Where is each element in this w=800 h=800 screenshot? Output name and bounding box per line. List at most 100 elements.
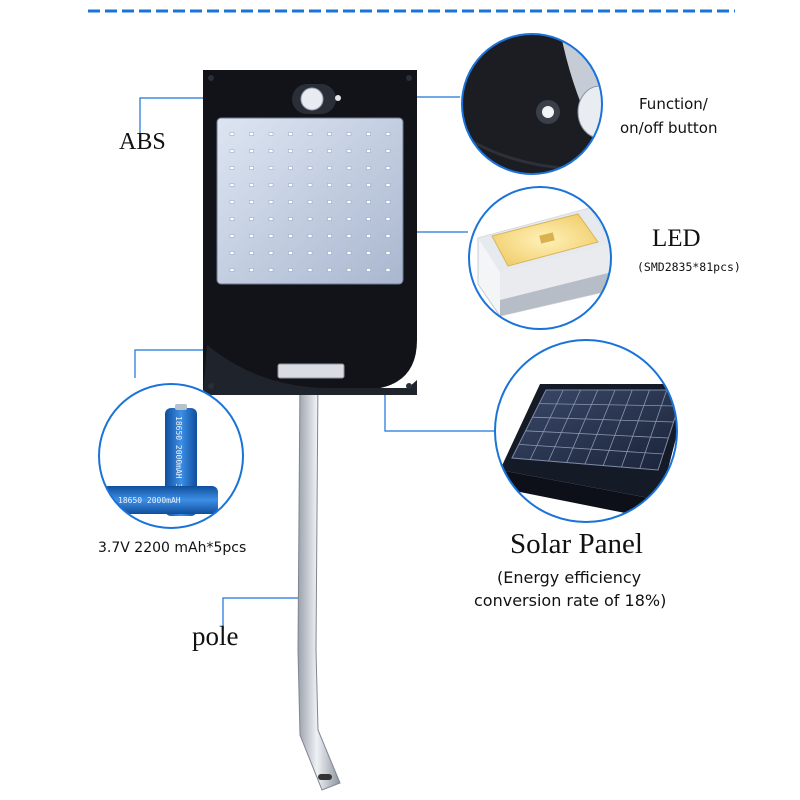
led-chip (327, 166, 332, 170)
solar-cell-divider (548, 389, 581, 462)
solar-panel-closeup (494, 339, 678, 523)
led-chip (346, 217, 352, 221)
led-chip (327, 234, 332, 238)
led-label: LED (652, 225, 701, 252)
callout-solar (384, 395, 497, 432)
led-chip (249, 132, 254, 136)
solar-cell-divider (639, 389, 668, 469)
solar-cell-divider (602, 389, 633, 466)
solar-cell-divider (566, 389, 599, 463)
screw-icon (208, 75, 214, 81)
solar-cell-divider (621, 389, 650, 468)
led-chip (366, 183, 371, 187)
led-spec-label: (SMD2835*81pcs) (637, 260, 741, 274)
led-chip (385, 251, 391, 255)
led-chip (288, 217, 293, 221)
led-chip (268, 183, 274, 187)
led-chip (327, 217, 332, 221)
led-chip (268, 268, 274, 272)
screw-icon (208, 383, 214, 389)
led-chip (307, 149, 313, 153)
led-chip (327, 149, 332, 153)
led-chip (288, 149, 293, 153)
battery-vertical-print: 18650 2000mAH 3.7V (174, 416, 183, 503)
led-chip (249, 183, 254, 187)
led-chip (268, 132, 274, 136)
led-chip (346, 234, 352, 238)
led-chip (327, 268, 332, 272)
led-chip (385, 217, 391, 221)
led-chip (307, 200, 313, 204)
led-chip (327, 251, 332, 255)
led-chip (366, 149, 371, 153)
led-chip (229, 149, 235, 153)
led-chip (327, 183, 332, 187)
solar-cell-divider (532, 416, 674, 423)
led-chip (288, 200, 293, 204)
led-chip (327, 200, 332, 204)
led-chip (249, 217, 254, 221)
led-chip (229, 183, 235, 187)
led-chip (366, 200, 371, 204)
led-chip (327, 132, 332, 136)
battery-label: 3.7V 2200 mAh*5pcs (98, 540, 246, 556)
pir-sensor-icon (300, 87, 324, 111)
led-chip (249, 251, 254, 255)
led-chip (268, 251, 274, 255)
led-chip (346, 268, 352, 272)
led-chip (346, 132, 352, 136)
callout-abs (139, 97, 205, 142)
led-chip (268, 166, 274, 170)
led-chip (229, 268, 235, 272)
led-chip (288, 234, 293, 238)
led-chip (268, 217, 274, 221)
led-chip (307, 166, 313, 170)
led-grid (229, 132, 391, 272)
abs-label: ABS (119, 129, 166, 155)
function-button-label-line2: on/off button (620, 119, 718, 137)
led-chip (385, 149, 391, 153)
light-housing (203, 70, 417, 395)
solar-cell-grid (518, 389, 677, 469)
led-chip (249, 149, 254, 153)
led-chip (268, 149, 274, 153)
led-chip (288, 251, 293, 255)
led-chip (385, 268, 391, 272)
led-chip (229, 166, 235, 170)
function-button-label-line1: Function/ (639, 95, 709, 113)
led-chip (229, 251, 235, 255)
led-chip (268, 234, 274, 238)
battery-horizontal (102, 486, 218, 514)
led-chip (288, 166, 293, 170)
battery-horizontal-print: 18650 2000mAH (118, 496, 181, 505)
led-closeup (468, 186, 612, 330)
solar-cell-divider (518, 444, 664, 455)
led-chip (346, 149, 352, 153)
led-chip (366, 217, 371, 221)
led-chip (346, 251, 352, 255)
efficiency-label-line2: conversion rate of 18%) (474, 591, 666, 610)
led-chip (385, 132, 391, 136)
led-chip (307, 251, 313, 255)
led-chip (346, 200, 352, 204)
led-chip (249, 268, 254, 272)
solar-panel-label: Solar Panel (510, 528, 643, 560)
function-button-closeup (461, 33, 603, 175)
led-chip (268, 200, 274, 204)
led-chip (288, 268, 293, 272)
solar-cell-divider (539, 403, 677, 407)
led-chip (366, 132, 371, 136)
led-chip (229, 132, 235, 136)
led-chip (346, 166, 352, 170)
led-chip (366, 166, 371, 170)
led-chip (249, 200, 254, 204)
led-chip (288, 183, 293, 187)
solar-cell-divider (525, 430, 669, 439)
button-dot-icon (335, 95, 341, 101)
pole (297, 377, 341, 791)
callout-pole (222, 597, 305, 628)
led-chip (366, 251, 371, 255)
led-chip (249, 166, 254, 170)
solar-cell-divider (584, 389, 616, 465)
